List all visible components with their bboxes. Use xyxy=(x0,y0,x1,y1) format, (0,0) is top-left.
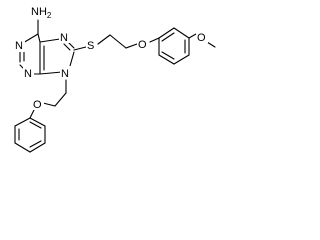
bond-ar4 xyxy=(173,54,190,65)
methoxy-oxygen-label: O xyxy=(197,32,206,44)
bond-ar1-inner xyxy=(161,32,175,42)
bond-ar5-inner xyxy=(161,51,175,60)
phenoxy-oxygen-label: O xyxy=(33,99,42,111)
bond-ar1 xyxy=(158,27,175,39)
n1-label: N xyxy=(15,40,23,52)
bonds xyxy=(14,19,216,153)
amine-label: NH2 xyxy=(31,6,52,20)
n9-label: N xyxy=(61,68,69,80)
bond-c6-n1 xyxy=(22,33,39,44)
atom-labels: NH2 N N N N S O O O xyxy=(14,5,208,111)
bond-ph6 xyxy=(29,117,46,127)
n3-label: N xyxy=(24,68,32,80)
bond-ar2 xyxy=(173,27,190,39)
bond-ph3 xyxy=(14,142,31,153)
bond-o-aryl xyxy=(149,37,160,43)
bond-n9-c4 xyxy=(39,71,63,75)
bond-ph5-inner xyxy=(29,121,42,129)
bond-s-ch2 xyxy=(97,34,111,45)
structure-diagram: NH2 N N N N S O O O xyxy=(14,5,216,153)
bond-ch2-ch2-b xyxy=(54,92,67,107)
bond-aryl-o xyxy=(188,33,197,39)
bond-ph1 xyxy=(14,117,31,127)
bond-c5-c6 xyxy=(37,33,41,43)
bond-n7-c8-double xyxy=(63,43,71,51)
bond-c8-n9 xyxy=(69,51,75,67)
sulfur-label: S xyxy=(87,40,94,52)
n7-label: N xyxy=(60,32,68,44)
bond-ar5 xyxy=(158,54,175,65)
bond-ch2-o-b xyxy=(42,102,56,107)
bond-ph3-inner xyxy=(29,140,42,148)
bond-ch2-ch2 xyxy=(109,34,127,49)
aryl-ether-oxygen-label: O xyxy=(138,39,147,51)
bond-o-methyl xyxy=(206,41,216,48)
bond-c5-n7 xyxy=(39,38,61,43)
bond-ch2-o xyxy=(125,43,138,49)
bond-c8-s xyxy=(73,46,87,51)
bond-ph4 xyxy=(29,142,46,153)
